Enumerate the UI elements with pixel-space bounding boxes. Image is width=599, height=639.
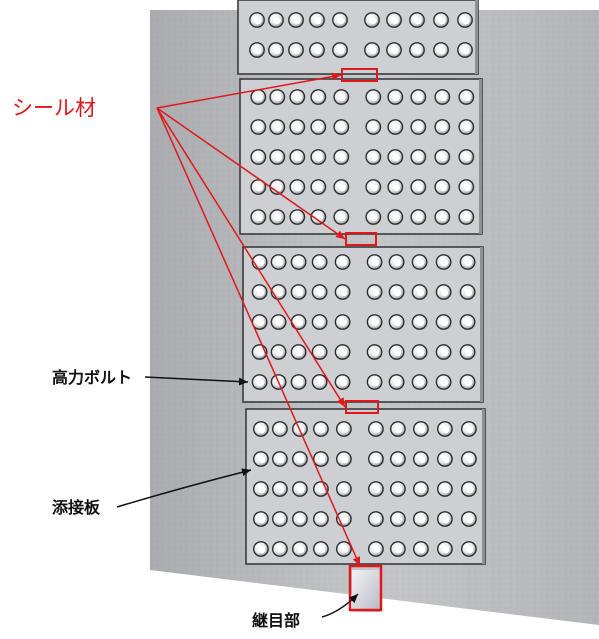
sealant-leaders	[156, 72, 361, 567]
black-leaders	[116, 376, 359, 618]
high-strength-bolt-label: 高力ボルト	[52, 368, 133, 387]
sealant-mark-1	[341, 68, 378, 82]
sealant-label: シール材	[12, 96, 96, 120]
joint-seam-block	[352, 570, 380, 612]
sealant-mark-3	[345, 400, 379, 414]
splice-plates-group	[237, 0, 486, 565]
sealant-mark-4	[348, 564, 383, 612]
joint-label: 継目部	[252, 611, 301, 630]
splice-plate-label: 添接板	[52, 498, 101, 517]
sealant-mark-2	[345, 232, 377, 246]
splice-plate-1	[237, 0, 479, 75]
